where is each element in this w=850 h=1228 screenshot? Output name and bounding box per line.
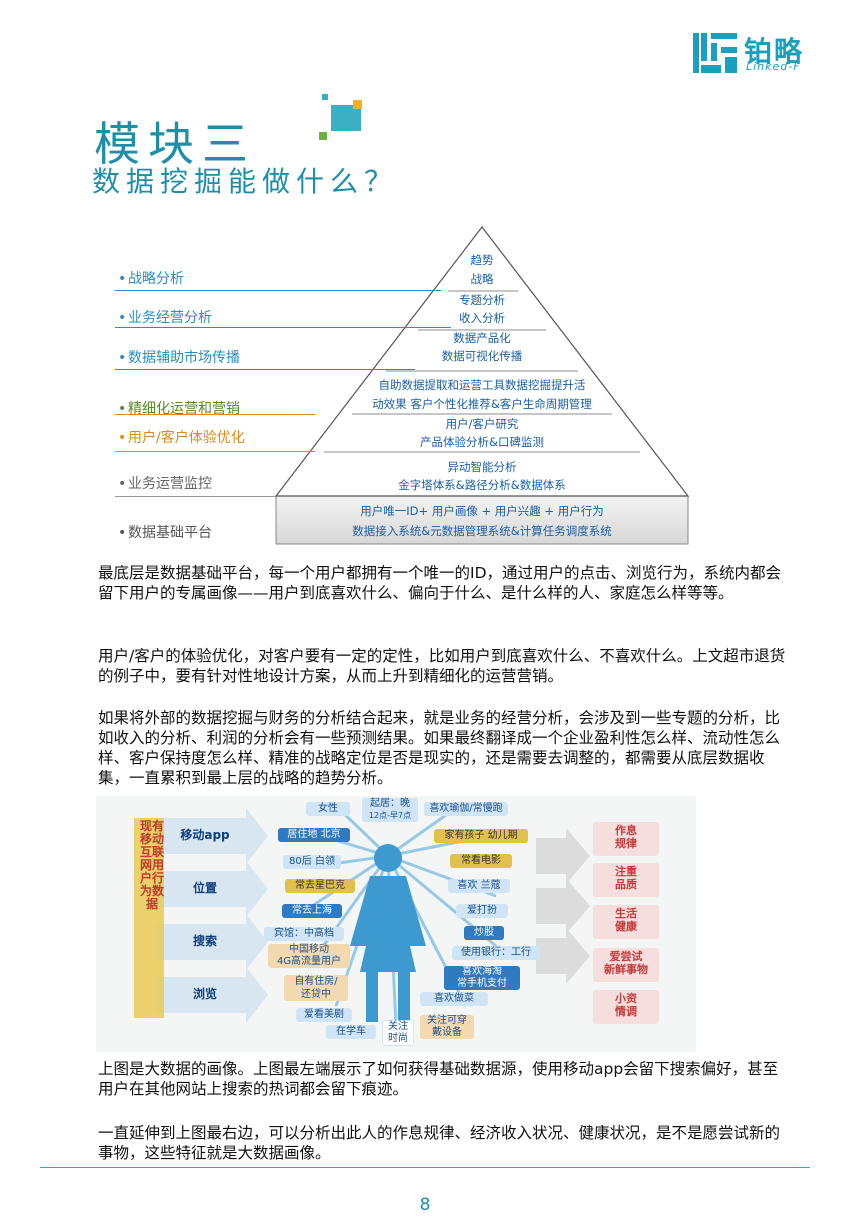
tag-shanghai: 常去上海: [282, 904, 342, 918]
insight-quality: 注重品质: [593, 863, 659, 897]
pyramid-level-1-line2: 战略: [470, 272, 494, 286]
tag-dressup: 爱打扮: [456, 904, 508, 918]
paragraph-2: 用户/客户的体验优化，对客户要有一定的定性，比如用户到底喜欢什么、不喜欢什么。上…: [98, 647, 786, 685]
pyramid-level-5-line1: 用户/客户研究: [445, 417, 519, 431]
divider: [115, 451, 315, 452]
tag-residence: 居住地 北京: [278, 828, 350, 842]
tag-tv: 爱看美剧: [296, 1008, 352, 1022]
pyramid-level-6-line1: 异动智能分析: [447, 460, 517, 474]
pyramid-label-marketing: •数据辅助市场传播: [118, 350, 240, 366]
pyramid-level-4-line2: 动效果 客户个性化推荐&客户生命周期管理: [372, 397, 592, 411]
divider: [115, 327, 451, 328]
logo-name-en: Linked-F: [746, 60, 801, 73]
module-subtitle: 数据挖掘能做什么？: [92, 165, 399, 198]
pyramid-level-7-line1: 用户唯一ID+ 用户画像 + 用户兴趣 + 用户行为: [360, 504, 604, 518]
pyramid-level-6-line2: 金字塔体系&路径分析&数据体系: [398, 478, 566, 492]
paragraph-3: 如果将外部的数据挖掘与财务的分析结合起来，就是业务的经营分析，会涉及到一些专题的…: [98, 709, 781, 787]
pyramid-level-2-line1: 专题分析: [459, 293, 505, 307]
bigdata-vertical-title: 现有移动互联网用户行为数据: [140, 819, 165, 911]
tag-bank: 使用银行：工行: [452, 946, 540, 960]
paragraph-1: 最底层是数据基础平台，每一个用户都拥有一个唯一的ID，通过用户的点击、浏览行为，…: [98, 564, 782, 602]
pyramid-level-7-line2: 数据接入系统&元数据管理系统&计算任务调度系统: [352, 524, 612, 538]
tag-lancome: 喜欢 兰蔻: [448, 879, 510, 893]
divider: [115, 414, 315, 415]
tag-cooking: 喜欢做菜: [420, 992, 488, 1006]
tag-age: 80后 白领: [283, 855, 341, 869]
pyramid-level-3-line2: 数据可视化传播: [441, 349, 523, 363]
insight-petty-bourgeois: 小资情调: [593, 990, 659, 1024]
pyramid-label-strategy: •战略分析: [118, 271, 184, 287]
tag-female: 女性: [306, 802, 350, 816]
tag-hotel: 宾馆：中高档: [264, 927, 344, 941]
decor-square-blue: [322, 94, 328, 100]
pyramid-label-operations: •精细化运营和营销: [118, 401, 240, 417]
paragraph-4: 上图是大数据的画像。上图最左端展示了如何获得基础数据源，使用移动app会留下搜索…: [98, 1060, 779, 1098]
logo-mark-icon: [693, 33, 737, 73]
divider: [115, 290, 441, 291]
decor-square-yellow: [353, 100, 362, 109]
pyramid-diagram: [274, 226, 690, 545]
insight-health: 生活健康: [593, 905, 659, 939]
source-search: 搜索: [192, 934, 217, 948]
tag-stocks: 炒股: [464, 926, 504, 940]
tag-starbucks: 常去星巴克: [285, 879, 355, 893]
divider: [115, 369, 415, 370]
tag-movies: 常看电影: [450, 854, 512, 868]
tag-wearables: 关注可穿戴设备: [420, 1015, 474, 1039]
source-mobile-app: 移动app: [180, 828, 230, 842]
tag-housing: 自有住房/还贷中: [284, 975, 348, 1001]
logo-name-cn: 铂略: [744, 35, 805, 68]
source-location: 位置: [192, 881, 217, 895]
footer-divider: [40, 1167, 810, 1168]
insight-routine: 作息规律: [593, 822, 659, 856]
pyramid-level-5-line2: 产品体验分析&口碑监测: [420, 435, 544, 449]
pyramid-label-experience: •用户/客户体验优化: [118, 430, 245, 446]
insight-novelty: 爱尝试新鲜事物: [593, 948, 659, 982]
pyramid-label-platform: •数据基础平台: [118, 525, 212, 541]
decor-square-teal: [331, 105, 361, 131]
page-number: 8: [419, 1195, 431, 1215]
pyramid-label-monitoring: •业务运营监控: [118, 476, 212, 492]
tag-children: 家有孩子 幼儿期: [434, 829, 528, 843]
divider: [115, 496, 275, 497]
decor-square-green: [319, 132, 327, 140]
tag-fashion: 关注时尚: [382, 1020, 414, 1046]
pyramid-level-2-line2: 收入分析: [459, 311, 505, 325]
paragraph-5: 一直延伸到上图最右边，可以分析出此人的作息规律、经济收入状况、健康状况，是不是愿…: [98, 1124, 781, 1162]
source-browse: 浏览: [192, 987, 217, 1001]
pyramid-level-3-line1: 数据产品化: [453, 331, 511, 345]
tag-yoga: 喜欢瑜伽/常慢跑: [424, 802, 508, 816]
module-title: 模块三: [94, 117, 256, 171]
pyramid-level-4-line1: 自助数据提取和运营工具数据挖掘提升活: [378, 378, 586, 392]
tag-haitao: 喜欢海淘常手机支付: [444, 966, 520, 990]
pyramid-label-business: •业务经营分析: [118, 310, 212, 326]
pyramid-level-1-line1: 趋势: [470, 253, 494, 267]
tag-driving: 在学车: [326, 1025, 376, 1039]
